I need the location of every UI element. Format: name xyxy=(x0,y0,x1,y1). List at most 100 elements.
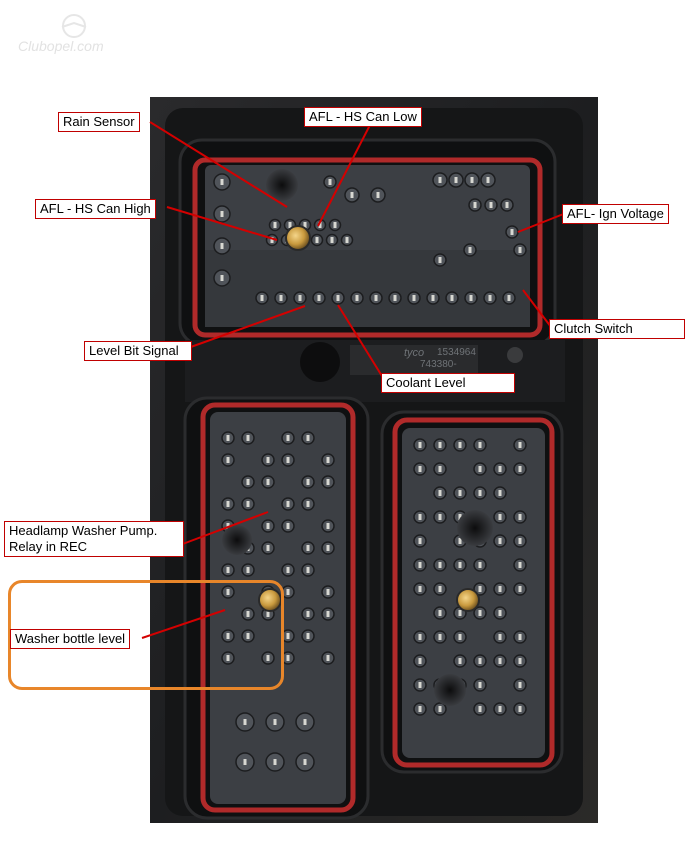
pin-terminal xyxy=(518,682,522,688)
pin-terminal xyxy=(328,179,332,185)
pin-terminal xyxy=(336,295,340,301)
pin-terminal xyxy=(326,611,330,617)
pin-terminal xyxy=(355,295,359,301)
pin-terminal xyxy=(458,562,462,568)
pin-terminal xyxy=(458,634,462,640)
pin-terminal xyxy=(454,177,458,183)
pin-terminal xyxy=(478,586,482,592)
pin-terminal xyxy=(243,759,247,765)
pin-terminal xyxy=(306,545,310,551)
pin-terminal xyxy=(478,562,482,568)
pin-terminal xyxy=(226,589,230,595)
pin-terminal xyxy=(438,442,442,448)
pin-terminal xyxy=(418,538,422,544)
pin-terminal xyxy=(498,514,502,520)
pin-terminal xyxy=(266,479,270,485)
pin-terminal xyxy=(438,466,442,472)
pin-terminal xyxy=(518,658,522,664)
pin-terminal xyxy=(412,295,416,301)
line-headlamp xyxy=(179,511,269,546)
line-afl-can-high xyxy=(166,206,278,241)
pin-terminal xyxy=(418,514,422,520)
pin-terminal xyxy=(438,490,442,496)
pin-terminal xyxy=(279,295,283,301)
pin-terminal xyxy=(243,719,247,725)
pin-terminal xyxy=(468,247,472,253)
pin-terminal xyxy=(273,759,277,765)
pin-terminal xyxy=(498,610,502,616)
pin-terminal xyxy=(260,295,264,301)
pin-terminal xyxy=(298,295,302,301)
pin-terminal xyxy=(306,435,310,441)
pin-terminal xyxy=(458,490,462,496)
pin-terminal xyxy=(507,295,511,301)
callout-headlamp-washer-line1: Headlamp Washer Pump. xyxy=(9,523,158,538)
pin-terminal xyxy=(418,634,422,640)
callout-headlamp-washer-line2: Relay in REC xyxy=(9,539,88,554)
pin-terminal xyxy=(486,177,490,183)
line-level-bit xyxy=(187,305,306,349)
pin-terminal xyxy=(438,177,442,183)
pin-terminal xyxy=(518,586,522,592)
line-afl-can-low xyxy=(317,124,371,227)
pin-terminal xyxy=(478,466,482,472)
pin-terminal xyxy=(286,435,290,441)
pin-terminal xyxy=(273,222,277,228)
pin-terminal xyxy=(226,501,230,507)
pin-terminal xyxy=(326,523,330,529)
pin-terminal xyxy=(469,295,473,301)
pin-terminal xyxy=(226,435,230,441)
pin-terminal xyxy=(438,586,442,592)
pin-terminal xyxy=(246,479,250,485)
pin-terminal xyxy=(306,567,310,573)
pin-terminal xyxy=(333,222,337,228)
pin-terminal xyxy=(226,655,230,661)
callout-clutch-switch: Clutch Switch xyxy=(549,319,685,339)
callout-afl-ign-voltage: AFL- Ign Voltage xyxy=(562,204,669,224)
pin-terminal xyxy=(266,655,270,661)
pin-terminal xyxy=(418,562,422,568)
brass-inserts xyxy=(258,225,480,612)
pin-terminal xyxy=(266,611,270,617)
pin-terminal xyxy=(374,295,378,301)
pin-terminal xyxy=(393,295,397,301)
callout-washer-bottle-level: Washer bottle level xyxy=(10,629,131,649)
housing-part-number: 1534964 xyxy=(437,347,476,358)
pin-terminal xyxy=(288,222,292,228)
pin-terminal xyxy=(498,658,502,664)
pin-terminal xyxy=(518,466,522,472)
housing-brand: tyco xyxy=(404,347,425,359)
pin-terminal xyxy=(498,706,502,712)
pin-terminal xyxy=(450,295,454,301)
pin-terminal xyxy=(326,655,330,661)
pin-terminal xyxy=(518,442,522,448)
pin-terminal xyxy=(286,501,290,507)
pin-terminal xyxy=(303,719,307,725)
callout-coolant-level: Coolant Level xyxy=(381,373,515,393)
callout-rain-sensor: Rain Sensor xyxy=(58,112,140,132)
pin-terminal xyxy=(306,611,310,617)
pin-terminal xyxy=(418,706,422,712)
pin-terminal xyxy=(458,442,462,448)
pin-terminal xyxy=(518,538,522,544)
pin-terminal xyxy=(246,567,250,573)
pin-terminal xyxy=(418,466,422,472)
pin-terminal xyxy=(315,237,319,243)
pin-terminal xyxy=(220,275,224,281)
pin-terminal xyxy=(510,229,514,235)
pin-terminal xyxy=(478,442,482,448)
pin-terminal xyxy=(488,295,492,301)
pin-terminal xyxy=(226,567,230,573)
pin-terminal xyxy=(489,202,493,208)
pin-terminal xyxy=(498,490,502,496)
pin-terminal xyxy=(458,658,462,664)
pin-terminal xyxy=(505,202,509,208)
pin-terminal xyxy=(518,706,522,712)
pin-terminal xyxy=(518,562,522,568)
callout-afl-hs-can-high: AFL - HS Can High xyxy=(35,199,156,219)
pin-terminal xyxy=(376,192,380,198)
pin-terminal xyxy=(478,610,482,616)
pin-terminal xyxy=(418,586,422,592)
pin-terminal xyxy=(458,514,462,520)
